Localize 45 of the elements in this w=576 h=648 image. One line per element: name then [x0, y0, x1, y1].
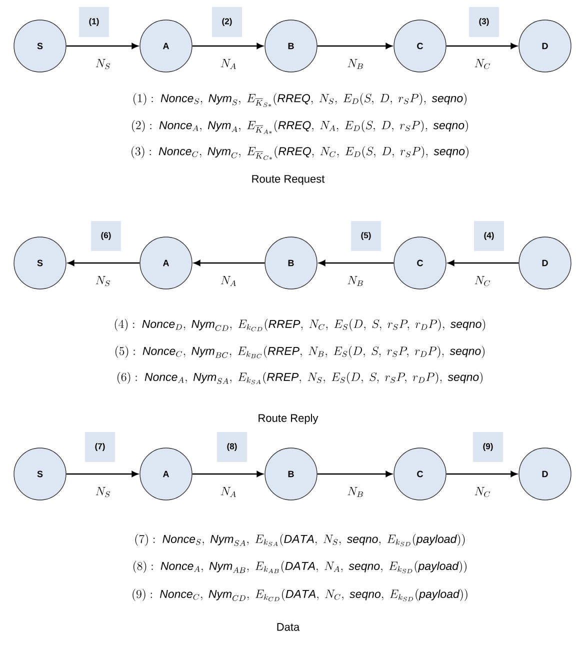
message-formula: $(3):\ \mathit{Nonce}_C,\ \mathit{Nym}_C,\ E_{\overline{K}_{C*}}(\mathit{RREQ},\ N_C,\ E_D(S,\ D,\ r_SP),\ \mathit{seqno})$	[132, 146, 468, 160]
edge-label: $N_C$	[474, 59, 490, 70]
arrow	[446, 471, 518, 477]
edge-label: $N_S$	[96, 59, 110, 70]
step-number-box: (1)	[79, 7, 109, 37]
message-formula: $(4):\ \mathit{Nonce}_D,\ \mathit{Nym}_{CD},\ E_{k_{CD}}(\mathit{RREP},\ N_C,\ E_S(D,\ S,\ r_SP,\ r_DP),\ \mathit{seqno})$	[114, 318, 486, 332]
arrow	[66, 43, 138, 49]
edge-label: $N_S$	[96, 276, 110, 286]
message-formula: $(5):\ \mathit{Nonce}_C,\ \mathit{Nym}_{BC},\ E_{k_{BC}}(\mathit{RREP},\ N_B,\ E_S(D,\ S,\ r_SP,\ r_DP),\ \mathit{seqno})$	[115, 346, 485, 358]
edge-label: $N_B$	[348, 59, 363, 69]
arrow	[194, 260, 265, 266]
message-formula: $(9):\ \mathit{Nonce}_C,\ \mathit{Nym}_{CD},\ E_{k_{CD}}(\mathit{DATA},\ N_C,\ \mathit{seqno},\ E_{k_{SD}}(\mathit{payload}))$	[132, 588, 468, 602]
arrow	[192, 43, 264, 49]
arrow	[317, 43, 392, 49]
step-number-box: (8)	[217, 432, 247, 462]
edge-label: $N_C$	[474, 487, 490, 498]
edge-label: $N_B$	[348, 276, 363, 286]
edge-label: $N_A$	[220, 59, 236, 69]
arrow	[448, 260, 519, 266]
arrow	[68, 260, 140, 266]
edge-label: $N_C$	[474, 276, 490, 286]
step-number-box: (7)	[85, 432, 115, 462]
arrow	[317, 471, 392, 477]
arrow	[446, 43, 518, 49]
edge-label: $N_A$	[220, 487, 236, 497]
message-formula: $(1):\ \mathit{Nonce}_S,\ \mathit{Nym}_S,\ E_{\overline{K}_{S*}}(\mathit{RREQ},\ N_S,\ E_D(S,\ D,\ r_SP),\ \mathit{seqno})$	[134, 93, 466, 107]
message-formula: $(6):\ \mathit{Nonce}_A,\ \mathit{Nym}_{SA},\ E_{k_{SA}}(\mathit{RREP},\ N_S,\ E_S(D,\ S,\ r_SP,\ r_DP),\ \mathit{seqno})$	[118, 372, 482, 384]
arrow	[66, 471, 138, 477]
step-number-box: (4)	[474, 221, 504, 251]
section-caption: Route Request	[252, 175, 325, 185]
edge-label: $N_B$	[348, 487, 363, 497]
step-number-box: (2)	[212, 7, 242, 37]
message-formula: $(2):\ \mathit{Nonce}_A,\ \mathit{Nym}_A,\ E_{\overline{K}_{A*}}(\mathit{RREQ},\ N_A,\ E_D(S,\ D,\ r_SP),\ \mathit{seqno})$	[132, 120, 468, 134]
section-caption: Route Reply	[258, 414, 318, 424]
edge-label: $N_S$	[96, 487, 110, 498]
step-number-box: (6)	[91, 221, 121, 251]
message-formula: $(7):\ \mathit{Nonce}_S,\ \mathit{Nym}_{SA},\ E_{k_{SA}}(\mathit{DATA},\ N_S,\ \mathit{seqno},\ E_{k_{SD}}(\mathit{payload}))$	[135, 534, 465, 546]
section-caption: Data	[277, 623, 300, 631]
step-number-box: (9)	[473, 432, 503, 462]
edge-label: $N_A$	[220, 276, 236, 286]
message-formula: $(8):\ \mathit{Nonce}_A,\ \mathit{Nym}_{AB},\ E_{k_{AB}}(\mathit{DATA},\ N_A,\ \mathit{seqno},\ E_{k_{SD}}(\mathit{payload}))$	[134, 560, 466, 574]
step-number-box: (3)	[469, 7, 499, 37]
arrow	[192, 471, 264, 477]
arrow	[318, 260, 394, 266]
step-number-box: (5)	[351, 221, 381, 251]
